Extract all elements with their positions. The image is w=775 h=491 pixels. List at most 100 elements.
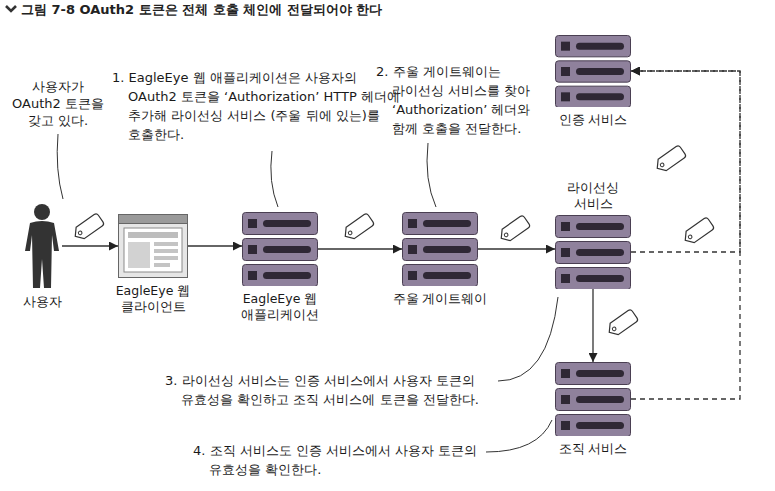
- server-slot: [423, 246, 471, 253]
- server-light: [248, 245, 257, 254]
- service-node: 사용자: [10, 203, 74, 310]
- server-slot: [263, 272, 311, 279]
- server-slot: [576, 249, 624, 256]
- node-label: 조직 서비스: [559, 441, 628, 457]
- leader-line: [427, 143, 436, 207]
- node-label: EagleEye 웹 클라이언트: [106, 283, 200, 315]
- server-panel: [556, 389, 631, 411]
- connector: [188, 245, 242, 246]
- server-light: [561, 42, 570, 51]
- token-tag: [605, 309, 638, 338]
- leader-line: [57, 134, 63, 199]
- server-slot: [576, 43, 624, 50]
- server-unit: [556, 216, 631, 238]
- server-panel: [556, 242, 631, 264]
- browser-text-line: [154, 242, 178, 246]
- node-label: 주울 게이트웨이: [393, 291, 488, 307]
- server-slot: [576, 422, 624, 429]
- callout-text: 1. EagleEye 웹 애플리케이션은 사용자의 OAuth2 토큰을 ‘A…: [112, 68, 408, 144]
- server-unit: [556, 242, 631, 264]
- connector: [592, 289, 593, 362]
- server-light: [561, 92, 570, 101]
- server-light: [561, 274, 570, 283]
- server-panel: [243, 213, 318, 235]
- server-unit: [556, 363, 631, 385]
- figure-title: 그림 7-8 OAuth2 토큰은 전체 호출 체인에 전달되어야 한다: [21, 2, 382, 18]
- leader-line: [271, 151, 278, 207]
- server-panel: [556, 216, 631, 238]
- server-light: [408, 219, 417, 228]
- person-body: [25, 221, 59, 288]
- connector: [478, 248, 555, 249]
- service-node: EagleEye 웹 애플리케이션: [228, 212, 332, 323]
- node-label: 라이선싱 서비스: [553, 180, 633, 212]
- browser-bar: [119, 215, 188, 224]
- server-unit: [556, 268, 631, 290]
- server-light: [561, 67, 570, 76]
- server-unit: [403, 265, 478, 287]
- server-unit: [403, 239, 478, 261]
- browser-text-line: [154, 263, 170, 267]
- server-panel: [556, 268, 631, 290]
- server-panel: [243, 265, 318, 287]
- person-head: [34, 204, 50, 220]
- server-unit: [556, 36, 631, 57]
- service-node: EagleEye 웹 클라이언트: [106, 214, 200, 315]
- server-slot: [576, 223, 624, 230]
- server-panel: [556, 415, 631, 437]
- callout-text: 4. 조직 서비스도 인증 서비스에서 사용자 토큰의 유효성을 확인한다.: [193, 441, 493, 479]
- browser-text-line: [154, 249, 178, 253]
- server-icon: [242, 212, 318, 286]
- dashed-connector: [631, 71, 740, 399]
- service-node: 주울 게이트웨이: [382, 212, 498, 307]
- server-unit: [556, 86, 631, 107]
- server-slot: [263, 246, 311, 253]
- server-slot: [423, 220, 471, 227]
- title-chevron: [6, 6, 16, 11]
- token-tag: [681, 217, 714, 246]
- server-icon: [555, 215, 631, 289]
- service-node: 인증 서비스: [543, 35, 643, 128]
- token-tag: [497, 215, 530, 244]
- server-slot: [423, 272, 471, 279]
- server-slot: [576, 93, 624, 100]
- note-text: 사용자가 OAuth2 토큰을 갖고 있다.: [6, 78, 110, 129]
- token-tag: [341, 213, 374, 242]
- server-icon: [555, 362, 631, 436]
- person-icon: [22, 203, 62, 289]
- browser-icon: [118, 214, 188, 278]
- server-slot: [576, 68, 624, 75]
- server-unit: [556, 415, 631, 437]
- server-unit: [403, 213, 478, 235]
- node-label: EagleEye 웹 애플리케이션: [228, 291, 332, 323]
- server-unit: [556, 389, 631, 411]
- callout-text: 2. 주울 게이트웨이는 라이선싱 서비스를 찾아 ‘Authorization…: [376, 62, 544, 138]
- server-panel: [403, 213, 478, 235]
- callout-text: 3. 라이선싱 서비스는 인증 서비스에서 사용자 토큰의 유효성을 확인하고 …: [165, 371, 501, 409]
- node-label: 인증 서비스: [559, 112, 628, 128]
- server-light: [408, 271, 417, 280]
- server-light: [561, 248, 570, 257]
- service-node: 라이선싱 서비스: [553, 180, 633, 289]
- browser-page: [124, 228, 182, 272]
- token-tag: [71, 213, 104, 242]
- server-icon: [402, 212, 478, 286]
- server-light: [408, 245, 417, 254]
- connector: [318, 248, 402, 249]
- server-unit: [243, 213, 318, 235]
- server-panel: [556, 61, 631, 82]
- server-panel: [243, 239, 318, 261]
- server-unit: [556, 61, 631, 82]
- leader-line: [486, 420, 552, 452]
- server-unit: [243, 265, 318, 287]
- node-label: 사용자: [23, 294, 62, 310]
- server-panel: [403, 265, 478, 287]
- server-slot: [576, 275, 624, 282]
- server-light: [561, 421, 570, 430]
- server-light: [561, 369, 570, 378]
- server-light: [561, 222, 570, 231]
- dashed-connector: [631, 71, 740, 252]
- server-slot: [576, 370, 624, 377]
- service-node: 조직 서비스: [543, 362, 643, 457]
